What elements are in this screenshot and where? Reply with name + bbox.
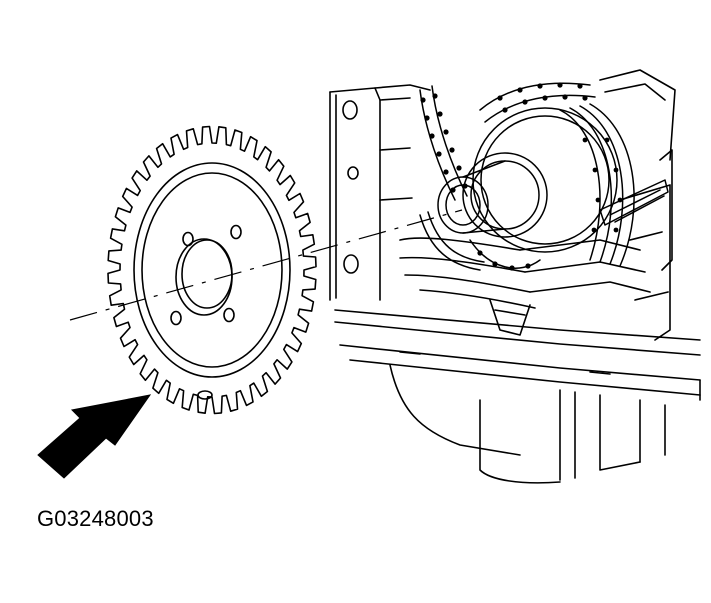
alignment-line: [69, 209, 463, 321]
arrow-icon: [37, 394, 152, 479]
figure-id-label: G03248003: [37, 506, 154, 531]
timing-chain: [419, 82, 669, 271]
engine-block: [329, 69, 701, 484]
gear-teeth: [107, 125, 317, 415]
sprocket-gear: [107, 125, 317, 415]
